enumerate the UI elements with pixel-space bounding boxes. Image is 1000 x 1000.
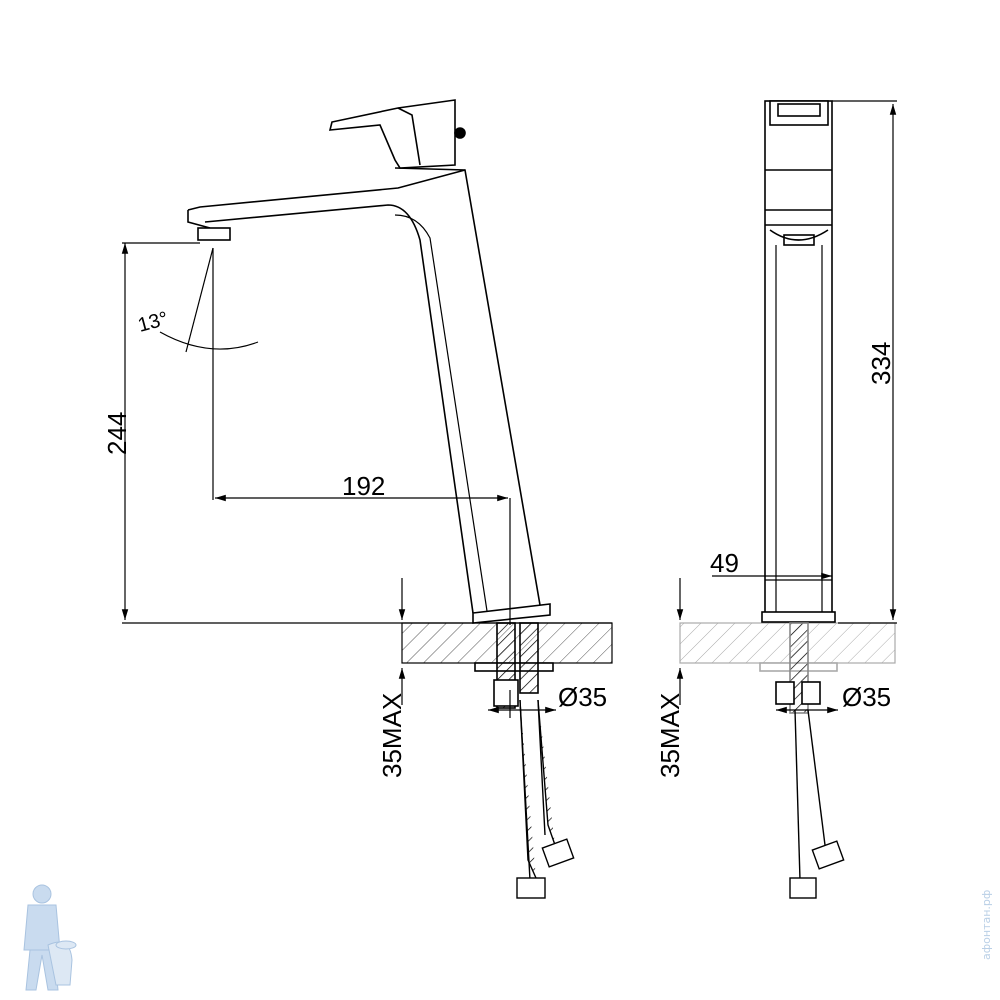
dim-35max-side: 35MAX [655,693,685,778]
dim-49: 49 [710,548,739,578]
dim-angle: 13° [136,308,171,337]
plumber-mascot-logo [23,884,77,991]
hoses-front [516,699,575,899]
mount-side [759,622,838,714]
faucet-body-front [187,99,551,624]
side-view [676,100,897,899]
dim-244: 244 [102,412,132,455]
countertop-section-side [679,622,896,664]
faucet-body-side [761,100,836,623]
front-view [121,99,613,899]
dim-192: 192 [342,471,385,501]
hoses-side [789,709,845,899]
dim-diameter-front: Ø35 [558,682,607,712]
dim-diameter-side: Ø35 [842,682,891,712]
dim-35max-front: 35MAX [377,693,407,778]
dim-334: 334 [866,342,896,385]
watermark-site: афонтан.рф [980,890,993,960]
